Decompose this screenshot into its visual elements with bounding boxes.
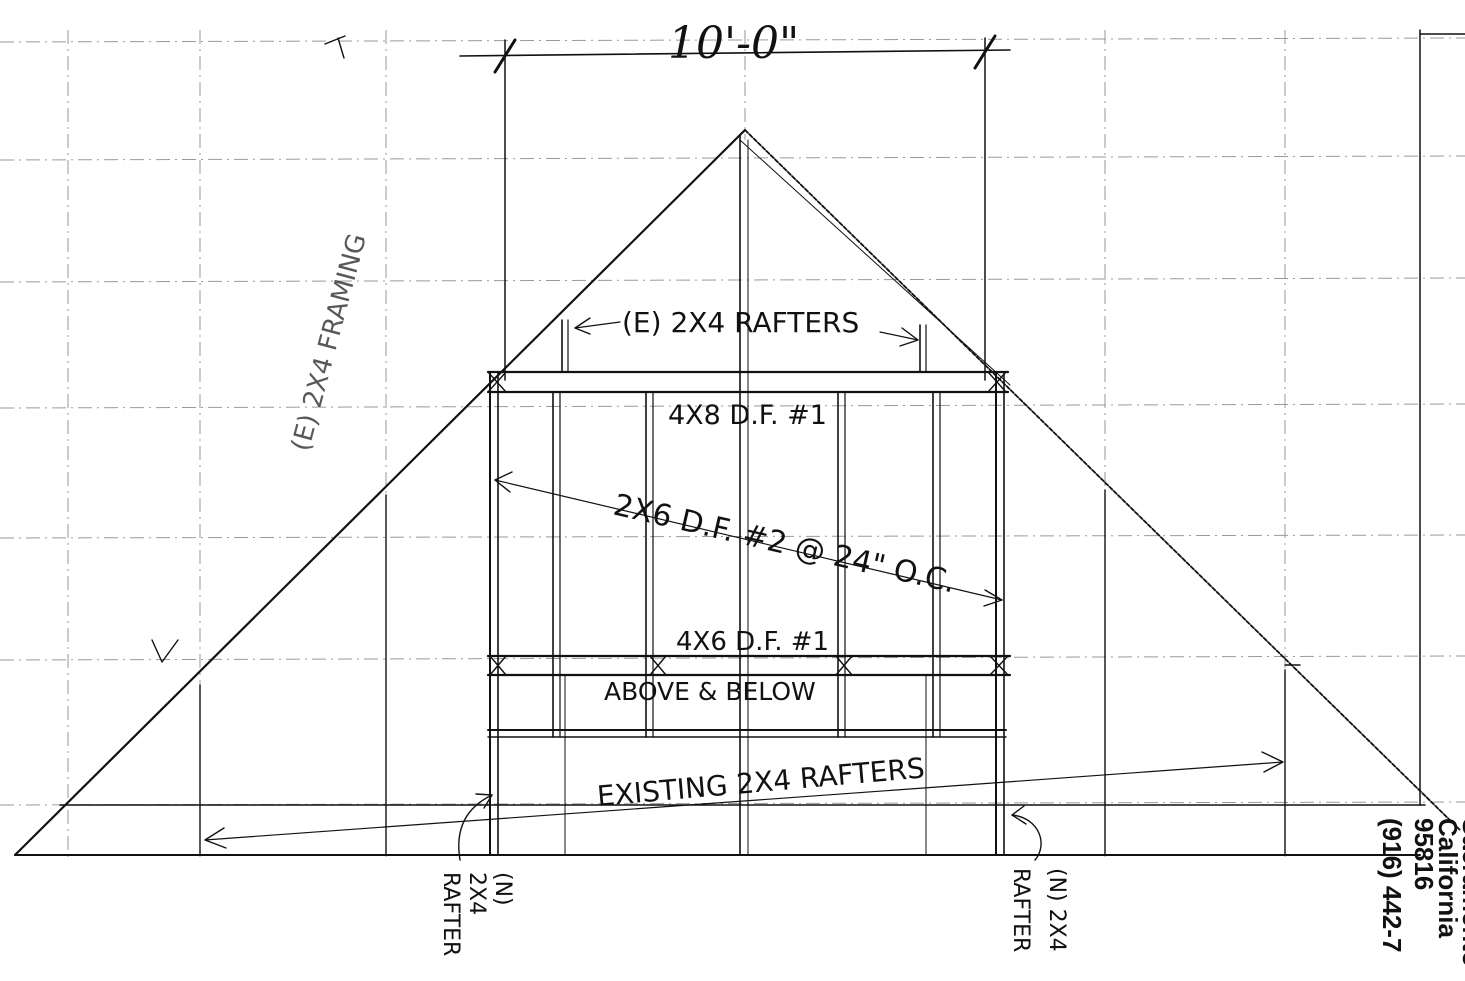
svg-text:RAFTER: RAFTER bbox=[438, 872, 463, 956]
label-header-4x6: 4X6 D.F. #1 bbox=[676, 627, 829, 657]
label-new-rafter-left: (N) 2X4 RAFTER bbox=[438, 872, 515, 956]
title-block-line2: California bbox=[1433, 818, 1463, 938]
svg-text:(N) 2X4: (N) 2X4 bbox=[1044, 868, 1069, 952]
overall-dimension: 10'-0" bbox=[459, 18, 1011, 381]
label-existing-rafters-top: (E) 2X4 RAFTERS bbox=[622, 306, 859, 339]
main-roof bbox=[13, 128, 1461, 857]
annotation-labels: (E) 2X4 RAFTERS 4X8 D.F. #1 2X6 D.F. #2 … bbox=[286, 231, 1069, 957]
svg-text:2X4: 2X4 bbox=[464, 872, 489, 915]
label-new-rafter-right: (N) 2X4 RAFTER bbox=[1008, 868, 1069, 952]
dimension-label: 10'-0" bbox=[668, 18, 799, 69]
label-existing-framing: (E) 2X4 FRAMING bbox=[286, 231, 373, 455]
title-block: Sacramento California 95816 (916) 442-7 bbox=[1377, 818, 1465, 967]
existing-rafter-verticals bbox=[199, 489, 1301, 856]
svg-text:(N): (N) bbox=[490, 872, 515, 906]
label-studs: 2X6 D.F. #2 @ 24" O.C. bbox=[610, 488, 959, 601]
leader-arrows bbox=[151, 35, 1284, 861]
dormer-frame bbox=[486, 319, 1012, 856]
title-block-line4: (916) 442-7 bbox=[1377, 818, 1407, 952]
drafting-grid bbox=[0, 30, 1465, 860]
label-header-4x8: 4X8 D.F. #1 bbox=[668, 400, 827, 431]
title-block-line1: Sacramento bbox=[1457, 818, 1465, 967]
title-block-line3: 95816 bbox=[1409, 818, 1439, 890]
svg-text:RAFTER: RAFTER bbox=[1008, 868, 1033, 952]
label-above-below: ABOVE & BELOW bbox=[604, 677, 816, 706]
